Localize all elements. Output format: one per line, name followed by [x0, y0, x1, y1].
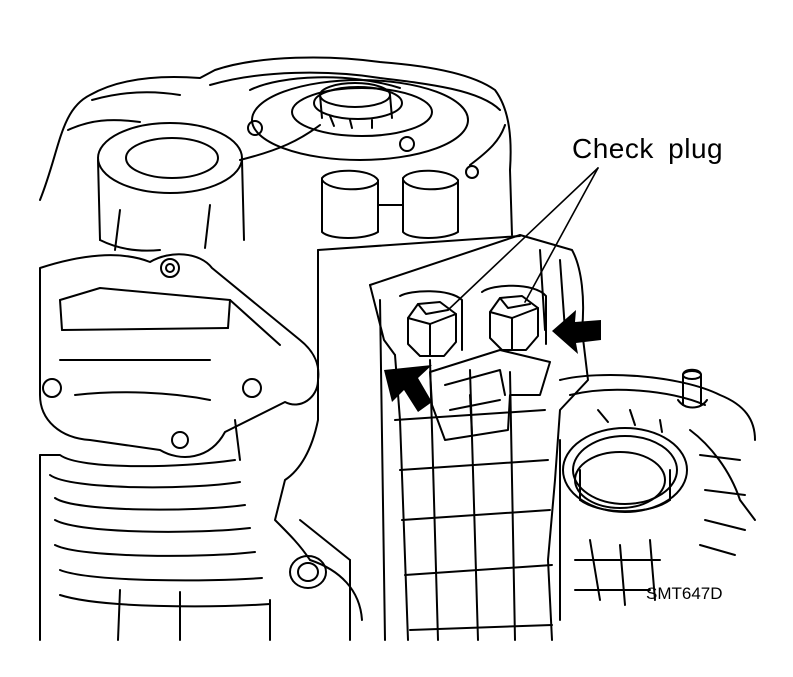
- bell-housing: [559, 374, 756, 621]
- bearing-boss: [247, 79, 479, 179]
- case-fins: [39, 419, 271, 641]
- plug-bracket: [429, 349, 551, 441]
- stud: [677, 368, 708, 409]
- upper-housing: [39, 56, 513, 236]
- figure-code: SMT647D: [646, 584, 723, 603]
- left-collar: [97, 122, 245, 252]
- check-plug-label: Check plug: [572, 133, 724, 164]
- center-body: [274, 249, 386, 641]
- right-case: [369, 234, 589, 641]
- callout-leaders: [447, 167, 599, 311]
- check-plug-right: [481, 284, 547, 351]
- arrow-left-plug: [384, 365, 432, 412]
- side-flange: [39, 253, 320, 458]
- arrow-right-plug: [552, 310, 601, 354]
- check-plug-left: [399, 290, 463, 357]
- housing-lugs: [317, 169, 521, 251]
